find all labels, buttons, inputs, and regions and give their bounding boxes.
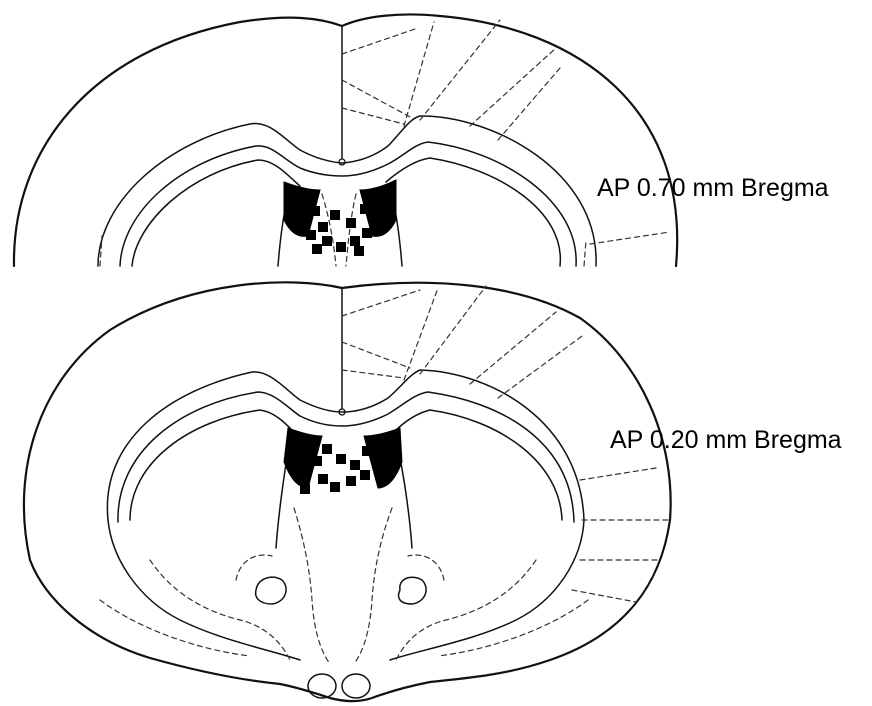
section-2-dash-6 — [470, 312, 556, 384]
section-1-cc-inner-3 — [386, 158, 560, 266]
section-2-right-anterior-commissure — [399, 577, 427, 604]
section-2-dash-19 — [408, 555, 444, 580]
section-2-dash-17 — [438, 600, 588, 656]
section-2-level-label: AP 0.20 mm Bregma — [610, 426, 842, 454]
section-1-dash-6 — [470, 48, 556, 126]
section-1-level-label: AP 0.70 mm Bregma — [597, 174, 829, 202]
section-1-dash-3 — [342, 108, 404, 124]
section-1-dash-4 — [404, 22, 434, 126]
section-2-left-lower-boundary — [108, 520, 300, 660]
section-2-dash-5 — [420, 286, 486, 374]
section-2-dash-14 — [150, 560, 290, 660]
section-ap-0-20: AP 0.20 mm Bregma — [24, 282, 842, 701]
section-2-right-lower-boundary — [390, 520, 584, 660]
section-1-dash-7 — [498, 68, 560, 140]
section-1-cc-inner-2 — [132, 160, 300, 266]
section-1-dash-12 — [584, 240, 586, 266]
section-2-left-anterior-commissure — [256, 577, 286, 604]
section-2-left-ventricle — [130, 410, 292, 548]
section-2-dash-12 — [294, 508, 330, 664]
section-2-dash-11 — [572, 590, 636, 602]
section-2-dash-1 — [342, 290, 420, 316]
section-2-dash-7 — [498, 336, 582, 398]
section-2-dash-15 — [396, 560, 536, 660]
section-1-dash-8 — [590, 232, 670, 244]
section-1-dash-5 — [420, 20, 500, 120]
section-2-dash-13 — [354, 508, 392, 664]
section-1-corpus-callosum-outer — [98, 116, 596, 266]
section-2-right-optic-tract — [342, 674, 370, 698]
section-1-dash-2 — [342, 80, 412, 118]
section-2-dash-3 — [342, 370, 404, 378]
section-1-dash-1 — [342, 28, 418, 54]
section-2-corpus-callosum-outer — [107, 370, 584, 520]
section-2-dash-8 — [580, 468, 656, 480]
section-2-right-ventricle — [394, 410, 562, 548]
section-2-dash-4 — [404, 288, 438, 380]
section-2-dash-2 — [342, 342, 410, 368]
section-ap-0-70: AP 0.70 mm Bregma — [14, 14, 829, 266]
section-2-dash-18 — [236, 555, 272, 580]
